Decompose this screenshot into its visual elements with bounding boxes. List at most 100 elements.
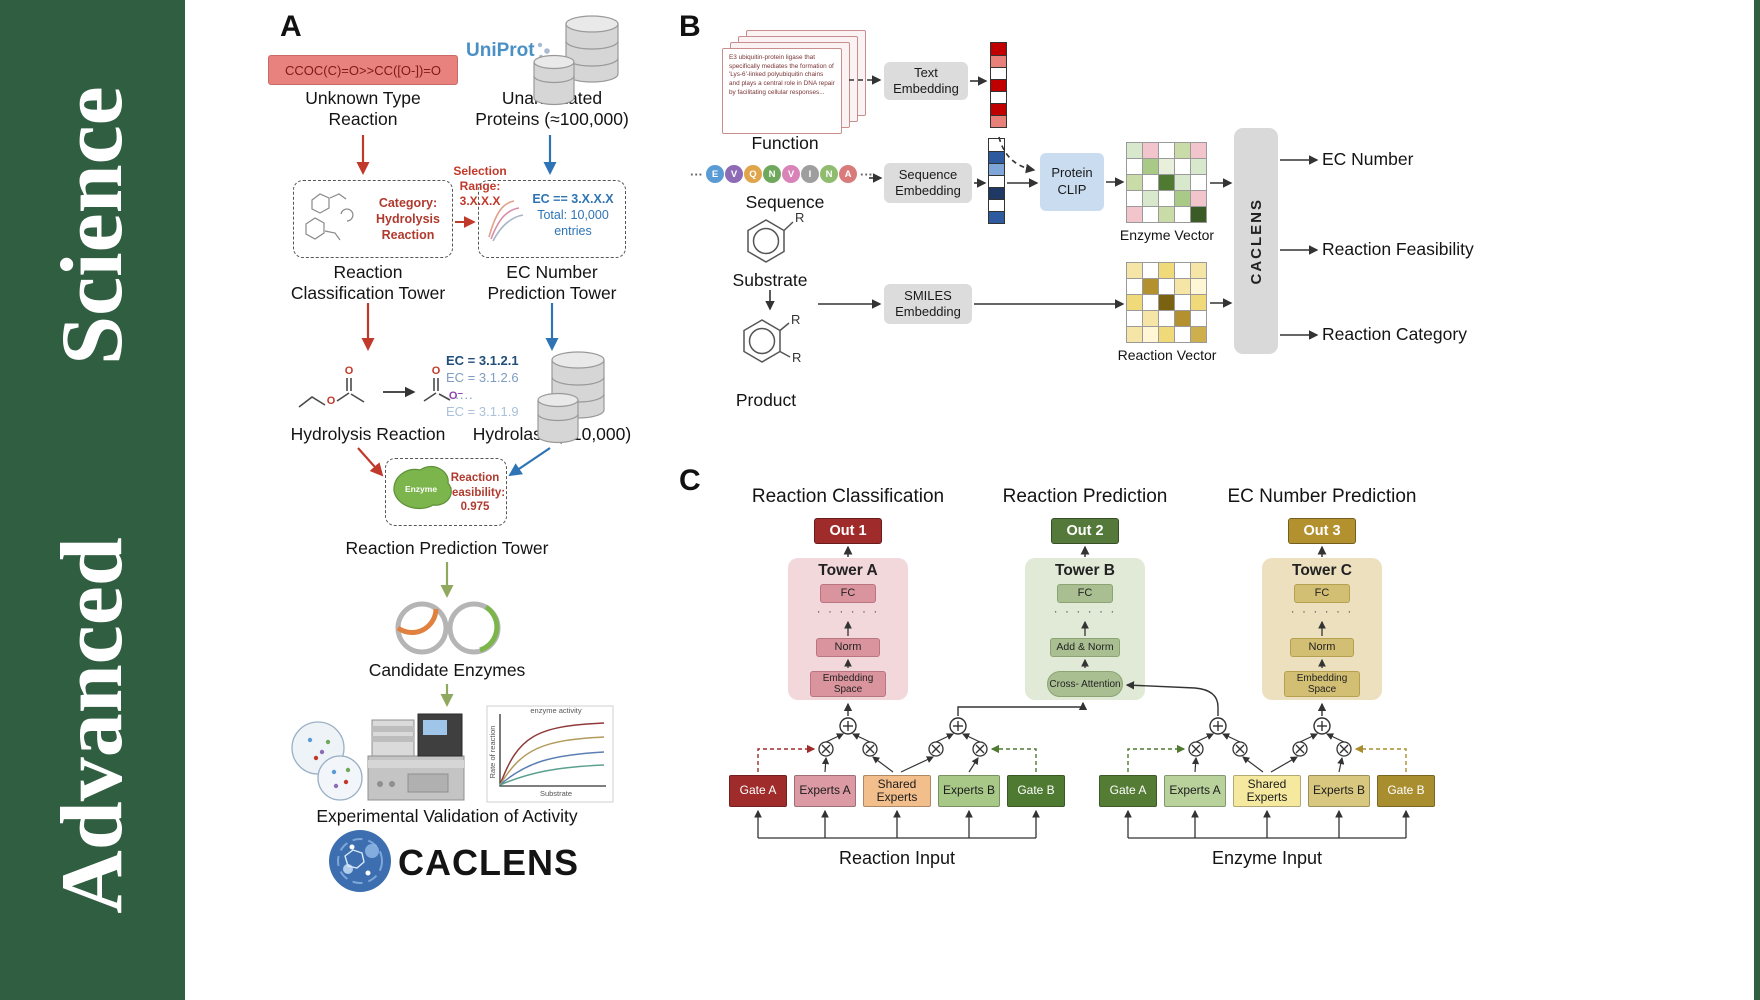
panel-a-label: A	[280, 10, 302, 43]
ec-number-prediction-tower-label: EC Number Prediction Tower	[487, 262, 617, 304]
right-edge-strip	[1754, 0, 1760, 1000]
ec-filter-text: EC == 3.X.X.X Total: 10,000 entries	[524, 192, 622, 252]
activity-chart-xlabel: Substrate	[540, 789, 572, 798]
sequence-embedding-vector	[988, 138, 1005, 224]
panel-b-label: B	[679, 10, 701, 43]
text-embedding-vector	[990, 42, 1007, 128]
residue-circle: N	[820, 165, 838, 183]
reaction-experts-b-box: Experts B	[938, 775, 1000, 807]
tower-a-embedding-space: Embedding Space	[810, 671, 886, 697]
function-label: Function	[751, 133, 819, 153]
activity-chart: enzyme activity Rate of reaction Substra…	[486, 705, 614, 803]
out2-box: Out 2	[1051, 518, 1119, 544]
sequence-label: Sequence	[745, 192, 825, 212]
caclens-module-label: CACLENS	[1247, 197, 1265, 285]
arrow-hydrolysis-to-feasibility	[357, 447, 384, 477]
caclens-module-box: CACLENS	[1234, 128, 1278, 354]
text-embedding-box: Text Embedding	[884, 62, 968, 100]
residue-circle: N	[763, 165, 781, 183]
tower-b-add-norm: Add & Norm	[1050, 638, 1120, 657]
substituent-r-label: R	[791, 312, 800, 327]
reaction-shared-experts-box: Shared Experts	[863, 775, 931, 807]
column-title-reaction-prediction: Reaction Prediction	[1002, 486, 1168, 507]
ec-item: EC = 3.1.1.9	[446, 404, 519, 419]
product-molecule-icon	[743, 319, 791, 363]
activity-chart-ylabel: Rate of reaction	[488, 726, 497, 779]
caclens-wordmark: CACLENS	[398, 842, 580, 883]
journal-banner: Advanced Science	[0, 0, 185, 1000]
residue-circle: V	[782, 165, 800, 183]
ec-filter-box	[478, 180, 626, 258]
reaction-gate-b-box: Gate B	[1007, 775, 1065, 807]
residue-circle: Q	[744, 165, 762, 183]
arrow-hydrolase-to-feasibility	[508, 447, 551, 477]
ellipsis: ···	[690, 166, 703, 182]
tower-a-dots: · · · · · ·	[816, 604, 880, 618]
hydrolysis-reaction-label: Hydrolysis Reaction	[290, 424, 446, 444]
gate-a-dashed-left	[757, 744, 816, 772]
arrow-sum-to-towerb	[957, 701, 1088, 716]
enzyme-vector-matrix	[1126, 142, 1207, 223]
enzyme-gate-c-box: Gate B	[1377, 775, 1435, 807]
tower-a-norm: Norm	[816, 638, 880, 657]
smiles-embedding-box: SMILES Embedding	[884, 284, 972, 324]
smiles-reaction-box: CCOC(C)=O>>CC([O-])=O	[268, 55, 458, 85]
gate-b-dashed-left	[990, 744, 1037, 772]
sequence-row: ··· E V Q N V I N A ···	[688, 165, 875, 183]
enzyme-gate-a-box: Gate A	[1099, 775, 1157, 807]
enzyme-experts-a-box: Experts A	[1164, 775, 1226, 807]
column-title-reaction-classification: Reaction Classification	[751, 486, 945, 507]
caclens-logo-icon	[329, 830, 391, 892]
reaction-classification-tower-label: Reaction Classification Tower	[290, 262, 446, 304]
enzyme-vector-label: Enzyme Vector	[1119, 227, 1215, 243]
ec-item: EC = 3.1.2.6	[446, 370, 519, 385]
tower-b-dots: · · · · · ·	[1053, 604, 1117, 618]
reaction-experts-a-box: Experts A	[794, 775, 856, 807]
product-label: Product	[735, 390, 797, 410]
oxygen-label: O	[432, 365, 441, 377]
residue-circle: V	[725, 165, 743, 183]
reaction-input-label: Reaction Input	[838, 848, 956, 868]
uniprot-logo: UniProt	[466, 40, 535, 61]
ellipsis: ···	[860, 166, 873, 182]
output-reaction-category: Reaction Category	[1322, 324, 1467, 344]
substituent-r-label: R	[792, 350, 801, 365]
journal-word-science: Science	[44, 86, 141, 365]
tower-b-cross-attention: Cross- Attention	[1047, 671, 1123, 697]
experimental-validation-label: Experimental Validation of Activity	[316, 806, 578, 826]
unannotated-proteins-label: Unannotated Proteins (≈100,000)	[475, 88, 629, 130]
out3-box: Out 3	[1288, 518, 1356, 544]
oxygen-label: O	[327, 395, 336, 407]
tower-c-dots: · · · · · ·	[1290, 604, 1354, 618]
tower-c-norm: Norm	[1290, 638, 1354, 657]
enzyme-experts-b-box: Experts B	[1308, 775, 1370, 807]
candidate-enzymes-label: Candidate Enzymes	[368, 660, 526, 680]
substrate-molecule-icon	[747, 219, 794, 263]
product-nodes	[818, 741, 1352, 757]
plasmid-rings-icon	[395, 601, 501, 655]
oxygen-label: O	[345, 365, 354, 377]
residue-circle: A	[839, 165, 857, 183]
sum-nodes	[839, 717, 1331, 735]
output-reaction-feasibility: Reaction Feasibility	[1322, 239, 1474, 259]
ec-item: ......	[446, 387, 474, 402]
tower-a-title: Tower A	[818, 562, 878, 579]
tower-c-title: Tower C	[1292, 562, 1352, 579]
ec-filter-line1: EC == 3.X.X.X	[532, 192, 614, 206]
residue-circle: I	[801, 165, 819, 183]
reaction-gate-a-box: Gate A	[729, 775, 787, 807]
feasibility-box	[385, 458, 507, 526]
unknown-reaction-label: Unknown Type Reaction	[305, 88, 421, 130]
journal-name: Advanced Science	[0, 0, 185, 1000]
out1-box: Out 1	[814, 518, 882, 544]
reaction-vector-label: Reaction Vector	[1117, 347, 1217, 363]
hydrolase-label: Hydrolase (≈10,000)	[472, 424, 632, 444]
residue-circle: E	[706, 165, 724, 183]
gate-a-dashed-right	[1127, 744, 1186, 772]
column-title-ec-number-prediction: EC Number Prediction	[1227, 486, 1417, 507]
ec-filter-line2: Total: 10,000 entries	[537, 208, 609, 238]
substrate-label: Substrate	[732, 270, 808, 290]
sequence-embedding-box: Sequence Embedding	[884, 163, 972, 203]
hplc-instrument-icon	[367, 713, 465, 801]
